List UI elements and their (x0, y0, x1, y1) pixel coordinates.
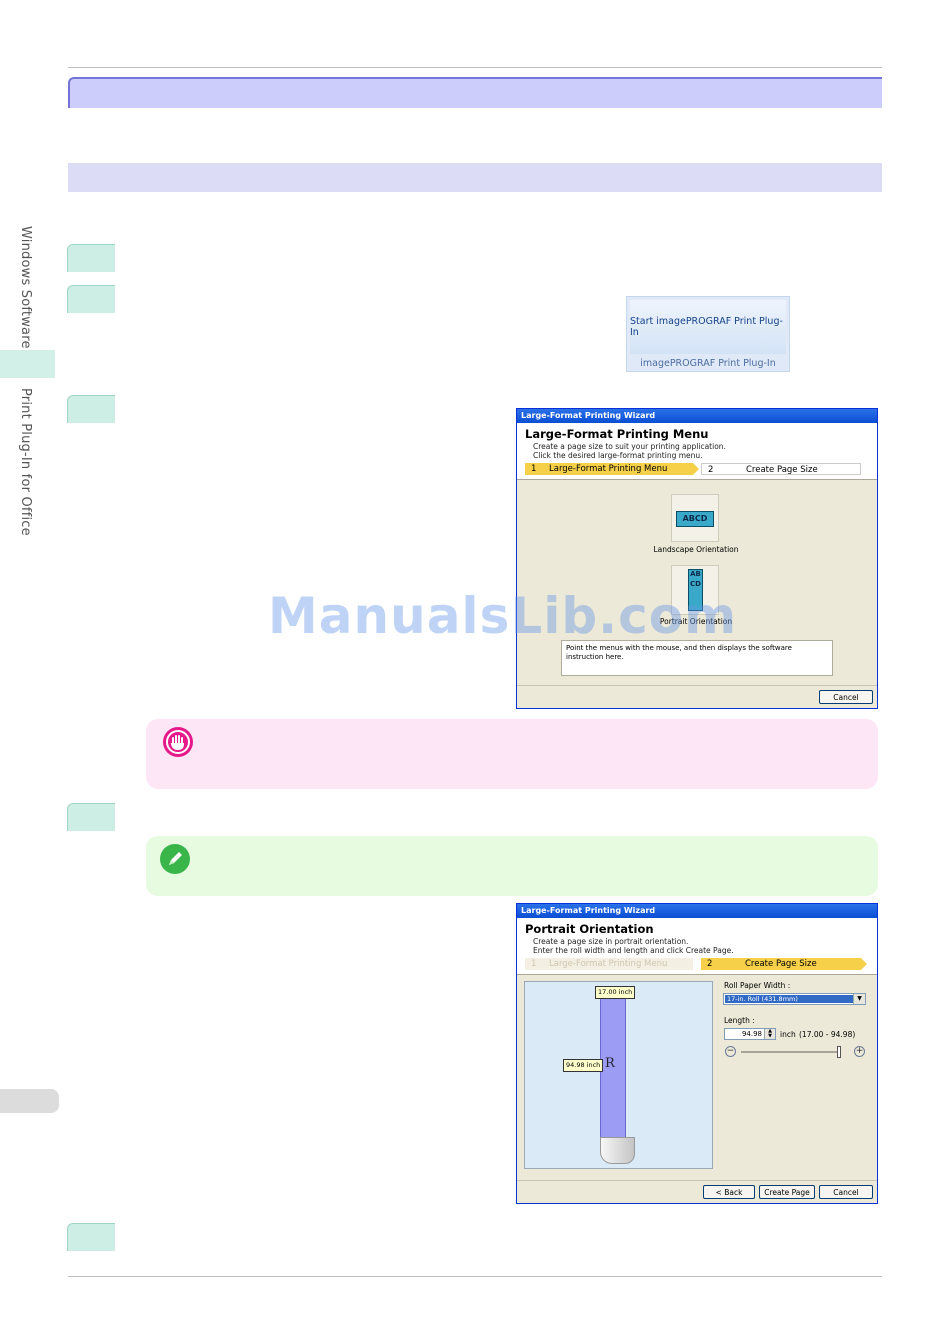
side-tab-windows-software[interactable]: Windows Software (18, 226, 33, 349)
wizard-description: Create a page size in portrait orientati… (533, 937, 863, 955)
start-print-plugin-button[interactable]: Start imagePROGRAF Print Plug-In (630, 300, 786, 354)
length-tag: 94.98 inch (563, 1059, 604, 1072)
landscape-icon: ABCD (676, 511, 714, 527)
step-marker-4 (67, 803, 115, 831)
step-marker-5 (67, 1223, 115, 1251)
description-line: Create a page size to suit your printing… (533, 442, 726, 451)
wizard-description: Create a page size to suit your printing… (533, 442, 863, 460)
side-tab-active-marker (0, 350, 55, 378)
step-marker-3 (67, 395, 115, 423)
note-pencil-icon (160, 844, 190, 874)
instruction-panel: Point the menus with the mouse, and then… (561, 640, 833, 676)
zoom-minus-icon[interactable]: − (725, 1046, 736, 1057)
description-line: Click the desired large-format printing … (533, 451, 703, 460)
watermark: ManualsLib.com (268, 587, 738, 645)
chapter-thumb-tab[interactable] (0, 1089, 59, 1113)
side-tab-print-plugin[interactable]: Print Plug-In for Office (18, 388, 33, 536)
pencil-icon-glyph (169, 852, 182, 865)
ribbon-group-label: imagePROGRAF Print Plug-In (640, 358, 776, 369)
roll-width-select[interactable]: 17-in. Roll (431.8mm) ▼ (723, 993, 866, 1005)
length-slider[interactable] (741, 1046, 841, 1058)
length-range: (17.00 - 94.98) (799, 1030, 856, 1039)
slider-thumb[interactable] (837, 1046, 841, 1058)
hand-icon-glyph (166, 730, 190, 754)
step-number: 1 (531, 464, 537, 474)
wizard-window-menu: Large-Format Printing Wizard Large-Forma… (516, 408, 878, 709)
length-input[interactable]: 94.98 ▲▼ (724, 1028, 776, 1040)
note-callout (146, 836, 878, 896)
paper-roll (600, 1137, 635, 1164)
window-title-bar: Large-Format Printing Wizard (517, 409, 877, 423)
description-line: Enter the roll width and length and clic… (533, 946, 734, 955)
important-callout (146, 719, 878, 789)
preview-letter: R (605, 1056, 615, 1071)
wizard-step-next: 2 Create Page Size (701, 463, 861, 475)
step-marker-1 (67, 244, 115, 272)
step-number: 1 (531, 959, 537, 969)
chapter-heading-bar (68, 77, 882, 108)
spin-arrows-icon[interactable]: ▲▼ (764, 1029, 775, 1039)
portrait-icon: ABCD (688, 569, 703, 611)
length-label: Length : (724, 1016, 755, 1025)
portrait-option-button[interactable]: ABCD (671, 565, 719, 615)
wizard-heading: Large-Format Printing Menu (525, 427, 709, 441)
step-label: Large-Format Printing Menu (549, 464, 668, 474)
length-unit: inch (780, 1030, 796, 1039)
wizard-step-current: 2 Create Page Size (701, 958, 867, 970)
cancel-button[interactable]: Cancel (819, 690, 873, 704)
wizard-header: Portrait Orientation Create a page size … (517, 918, 877, 975)
roll-width-value: 17-in. Roll (431.8mm) (725, 995, 853, 1003)
section-heading-bar (68, 163, 882, 192)
wizard-header: Large-Format Printing Menu Create a page… (517, 423, 877, 480)
back-button[interactable]: < Back (703, 1185, 755, 1199)
window-title-bar: Large-Format Printing Wizard (517, 904, 877, 918)
wizard-footer: Cancel (517, 685, 877, 708)
width-tag: 17.00 inch (595, 986, 636, 999)
portrait-option-label: Portrait Orientation (659, 617, 733, 626)
important-hand-icon (163, 727, 193, 757)
step-label: Create Page Size (745, 959, 817, 969)
wizard-step-done: 1 Large-Format Printing Menu (525, 958, 693, 970)
roll-width-label: Roll Paper Width : (724, 981, 791, 990)
wizard-footer: < Back Create Page Cancel (517, 1180, 877, 1203)
step-marker-2 (67, 285, 115, 313)
length-value: 94.98 (741, 1030, 762, 1038)
landscape-option-label: Landscape Orientation (653, 545, 739, 554)
wizard-heading: Portrait Orientation (525, 922, 654, 936)
top-rule (68, 67, 882, 68)
chevron-down-icon[interactable]: ▼ (853, 994, 865, 1004)
zoom-plus-icon[interactable]: + (854, 1046, 865, 1057)
description-line: Create a page size in portrait orientati… (533, 937, 689, 946)
wizard-step-current: 1 Large-Format Printing Menu (525, 463, 699, 475)
step-arrow (693, 463, 699, 475)
step-arrow (861, 958, 867, 970)
bottom-rule (68, 1276, 882, 1277)
step-number: 2 (708, 465, 714, 475)
step-label: Create Page Size (746, 465, 818, 475)
cancel-button[interactable]: Cancel (819, 1185, 873, 1199)
wizard-window-portrait: Large-Format Printing Wizard Portrait Or… (516, 903, 878, 1204)
step-label: Large-Format Printing Menu (549, 959, 668, 969)
create-page-button[interactable]: Create Page (759, 1185, 815, 1199)
landscape-option-button[interactable]: ABCD (671, 494, 719, 542)
paper-preview: R 17.00 inch 94.98 inch (524, 981, 713, 1169)
step-number: 2 (707, 959, 713, 969)
ribbon-group: Start imagePROGRAF Print Plug-In imagePR… (626, 296, 790, 372)
